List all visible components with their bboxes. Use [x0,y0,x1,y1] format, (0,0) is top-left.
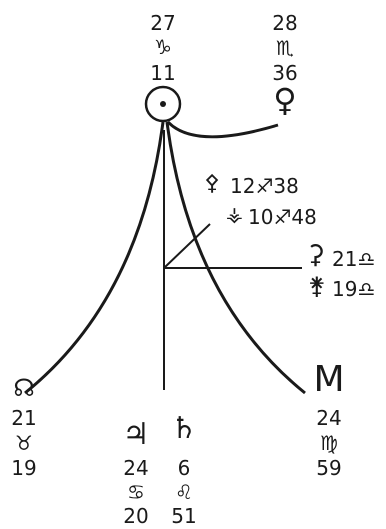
jupiter-minute: 20 [123,504,149,528]
arc-to-node [24,121,165,395]
right-label-1: 21♎ [332,247,376,271]
saturn-minute: 51 [171,504,197,528]
node-minute: 19 [11,456,37,480]
arc-to-venus [166,120,279,139]
m-degree: 24 [316,406,342,430]
mc-minute: 11 [150,61,176,85]
scorpio-icon: ♏ [276,36,294,60]
arc-to-m [165,121,306,395]
m-glyph: M [313,359,345,400]
leo-icon: ♌ [175,480,193,504]
right-label-2: 19♎ [332,277,376,301]
m-minute: 59 [316,456,342,480]
taurus-icon: ♉ [15,431,33,455]
node-degree: 21 [11,406,37,430]
venus-minute: 36 [272,61,298,85]
virgo-icon: ♍ [320,431,338,455]
asteroid-icon-3: ⚳ [306,240,326,270]
capricorn-icon: ♑ [154,35,172,59]
cancer-icon: ♋ [127,480,145,504]
jupiter-degree: 24 [123,456,149,480]
asteroid-icon-1: ⚴ [204,171,221,196]
venus-degree: 28 [272,11,298,35]
saturn-icon: ♄ [170,411,198,446]
branch-diagonal [163,223,211,269]
north-node-icon: ☊ [13,374,35,402]
sun-icon [144,85,182,123]
aspect-label-1: 12♐38 [230,174,299,198]
aspect-label-2: 10♐48 [248,205,317,229]
mc-degree: 27 [150,11,176,35]
jupiter-icon: ♃ [122,417,150,452]
sun-dot [160,101,166,107]
venus-icon: ♀ [273,81,297,119]
saturn-degree: 6 [177,456,191,480]
asteroid-icon-2: ⚶ [226,202,243,226]
asteroid-icon-4: ⚵ [308,272,326,300]
